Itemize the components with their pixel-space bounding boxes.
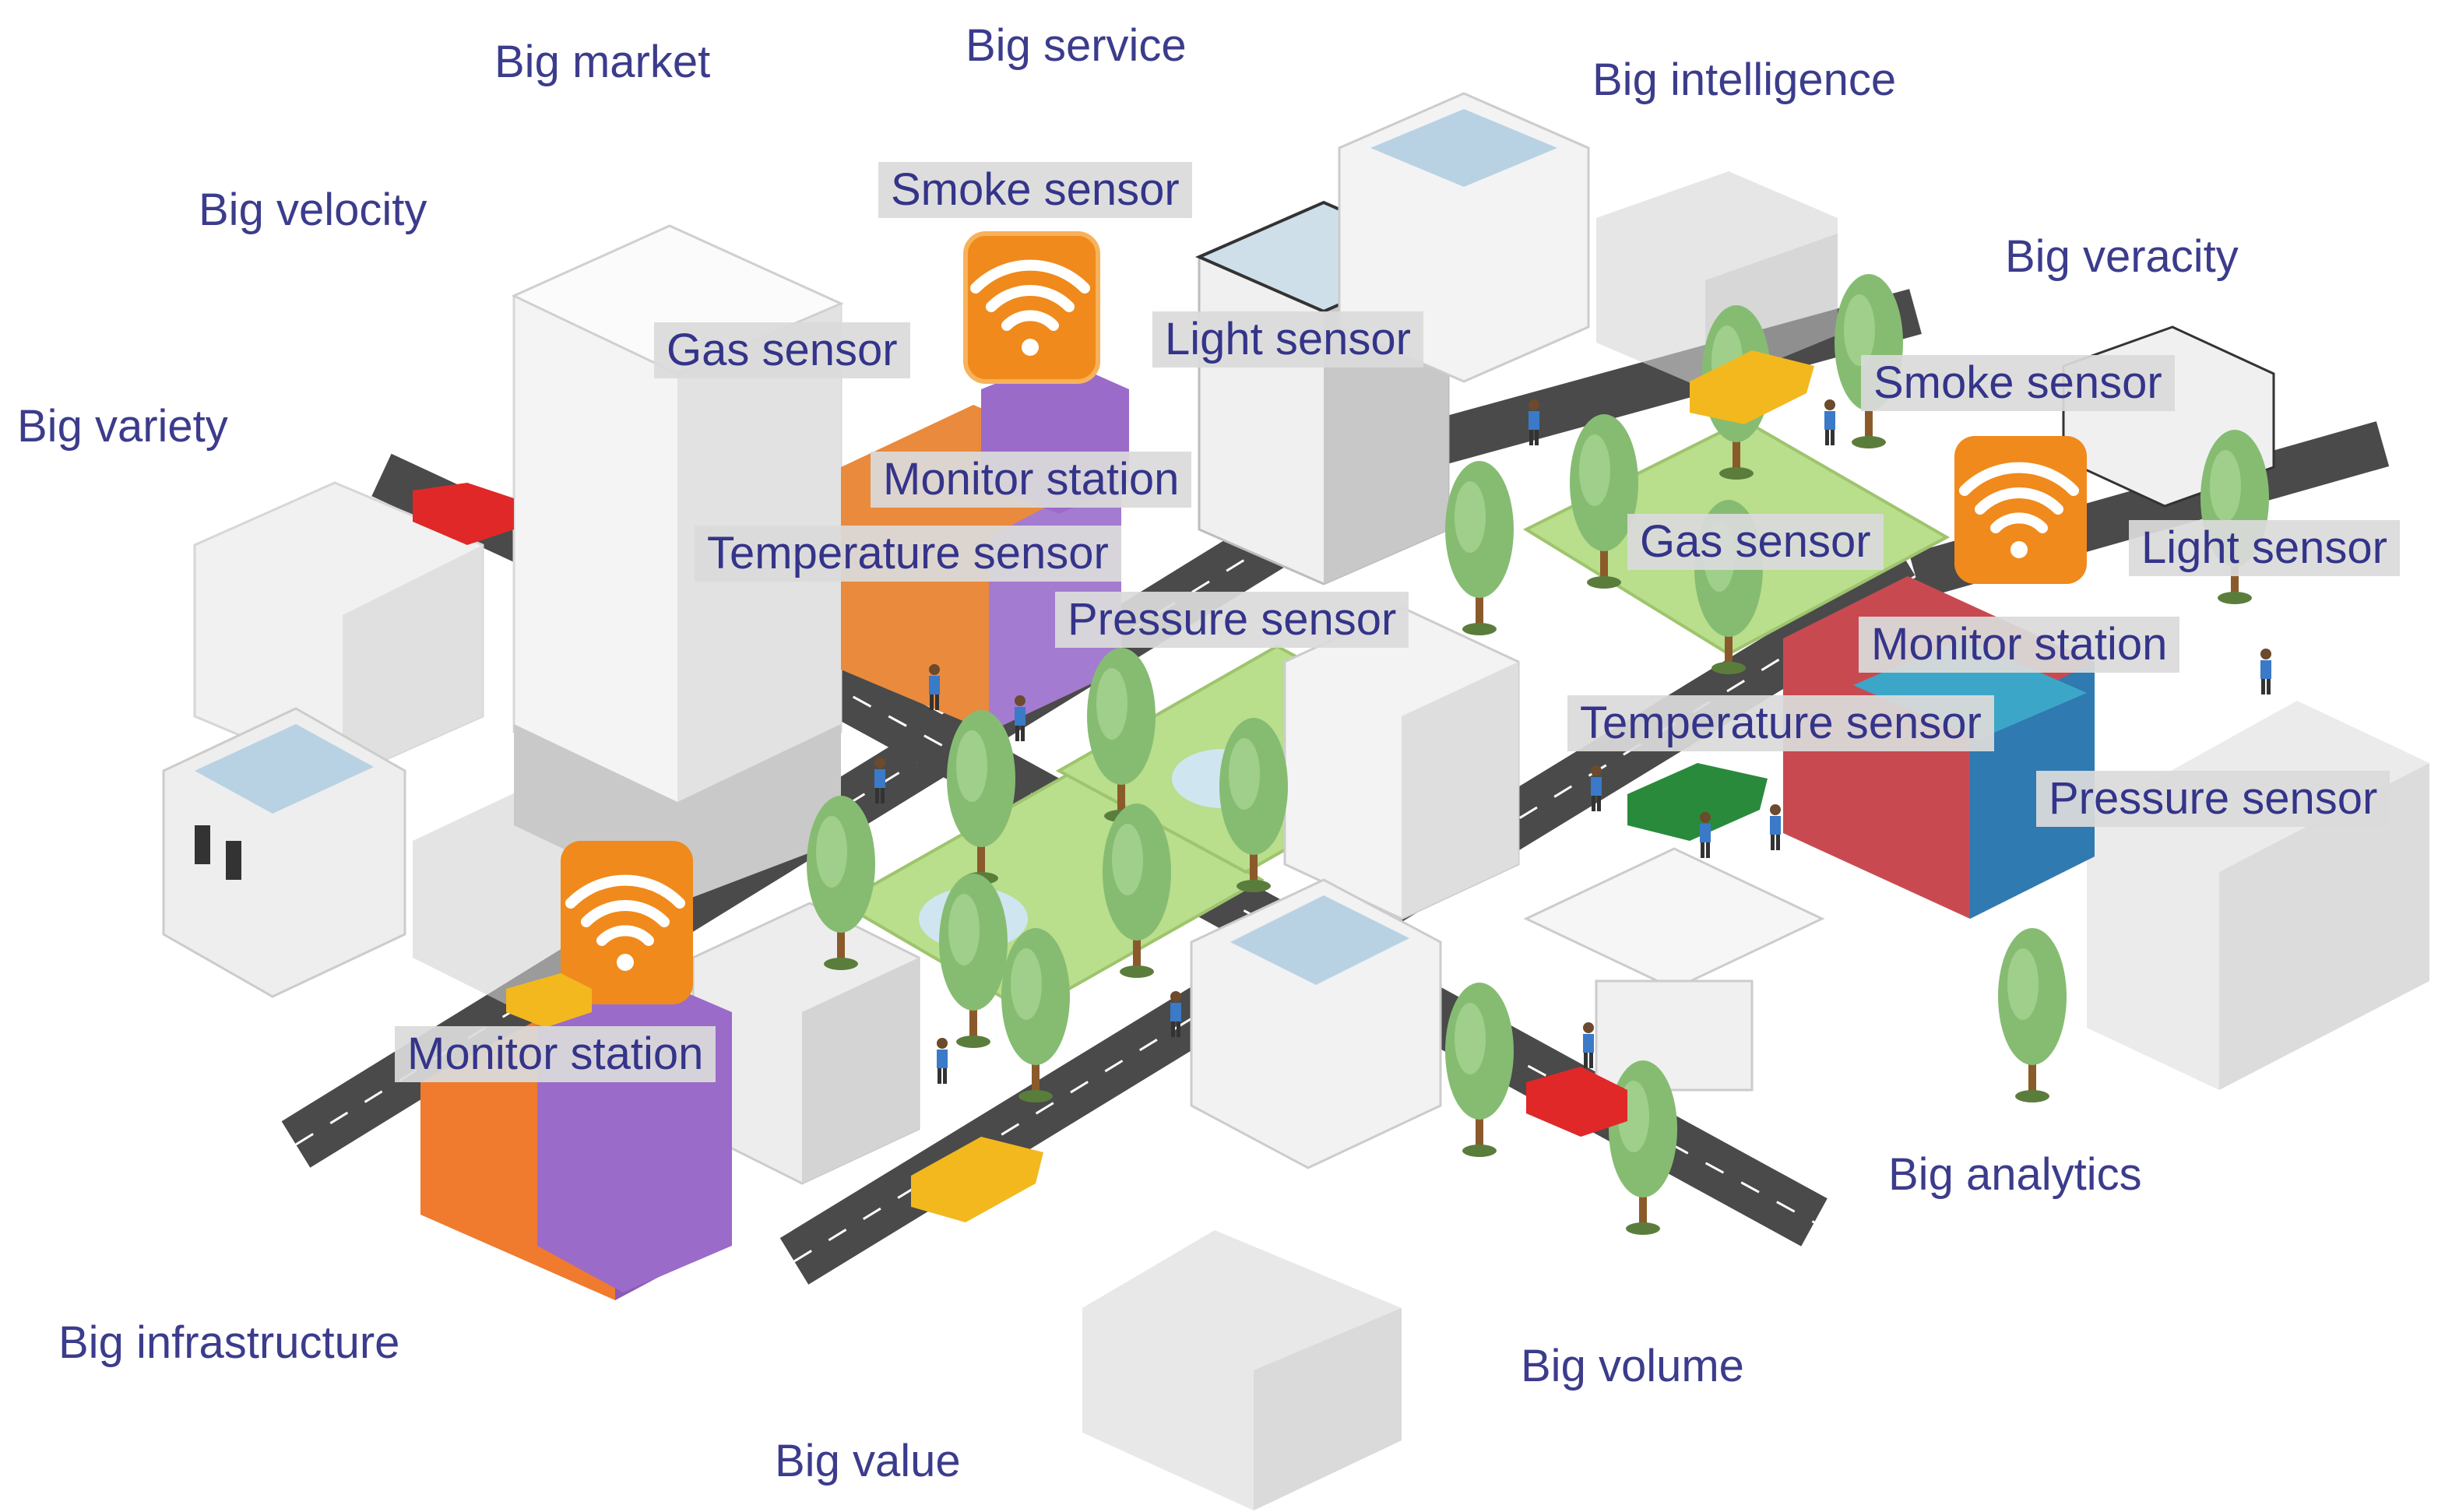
- label-big-volume: Big volume: [1521, 1341, 1744, 1391]
- tag-temperature-sensor-center: Temperature sensor: [695, 526, 1121, 582]
- wifi-icon: [1954, 436, 2087, 584]
- wifi-icon: [963, 231, 1100, 384]
- tag-monitor-station-right: Monitor station: [1859, 617, 2180, 673]
- tag-light-sensor-center: Light sensor: [1152, 311, 1423, 367]
- tag-temperature-sensor-right: Temperature sensor: [1567, 695, 1994, 751]
- label-big-velocity: Big velocity: [199, 185, 427, 235]
- tag-monitor-station-left: Monitor station: [395, 1026, 716, 1082]
- car-icon: [413, 350, 1814, 1222]
- label-big-value: Big value: [775, 1436, 961, 1486]
- label-big-intelligence: Big intelligence: [1592, 55, 1897, 105]
- tag-gas-sensor-right: Gas sensor: [1627, 514, 1884, 570]
- wifi-icon: [561, 841, 693, 1004]
- label-big-variety: Big variety: [17, 401, 228, 452]
- tag-gas-sensor-center: Gas sensor: [654, 322, 910, 378]
- label-big-market: Big market: [494, 37, 711, 87]
- label-big-infrastructure: Big infrastructure: [58, 1317, 400, 1368]
- label-big-veracity: Big veracity: [2005, 231, 2239, 282]
- label-big-service: Big service: [966, 20, 1187, 71]
- tag-monitor-station-center: Monitor station: [871, 452, 1192, 508]
- tag-light-sensor-right: Light sensor: [2129, 520, 2400, 576]
- buildings: [162, 92, 2275, 1185]
- label-big-analytics: Big analytics: [1888, 1149, 2142, 1200]
- tag-smoke-sensor-center: Smoke sensor: [878, 162, 1192, 218]
- tag-pressure-sensor-center: Pressure sensor: [1055, 592, 1409, 648]
- tag-pressure-sensor-right: Pressure sensor: [2036, 771, 2390, 827]
- tag-smoke-sensor-right: Smoke sensor: [1861, 355, 2175, 411]
